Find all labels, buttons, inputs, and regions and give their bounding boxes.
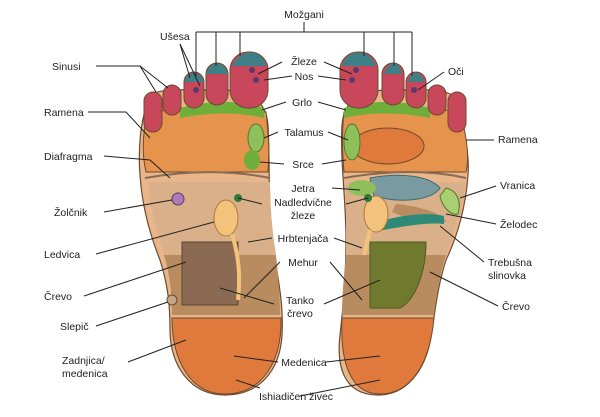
label-zelodec: Želodec xyxy=(500,218,537,231)
right-toe-1-tip xyxy=(342,52,376,66)
right-nose-dot xyxy=(353,67,359,73)
labels: Možgani Ušesa Sinusi Žleze Nos Oči Grlo … xyxy=(44,9,538,403)
right-heel-region xyxy=(341,317,435,395)
label-talamus: Talamus xyxy=(284,127,323,139)
left-eye-dot xyxy=(193,87,199,93)
label-nos: Nos xyxy=(295,71,314,83)
label-hrbtenjaca: Hrbtenjača xyxy=(278,233,329,245)
label-medenica: Medenica xyxy=(281,357,327,369)
left-gallbladder xyxy=(171,192,185,206)
right-toe-2-tip xyxy=(384,63,402,74)
label-ishiadicen: Ishiadičen živec xyxy=(259,391,333,403)
left-kidney xyxy=(213,199,239,237)
right-eye-dot xyxy=(411,87,417,93)
label-slepic: Slepič xyxy=(60,321,89,333)
right-toe-5 xyxy=(447,91,467,133)
label-crevo-left: Črevo xyxy=(44,290,72,303)
label-mehur: Mehur xyxy=(288,257,318,269)
label-mozgani: Možgani xyxy=(284,9,324,21)
label-tanko-1: Tanko xyxy=(286,295,314,307)
right-thalamus xyxy=(343,123,361,161)
label-usesa: Ušesa xyxy=(160,31,190,43)
right-liver xyxy=(369,174,441,201)
right-gland-dot xyxy=(349,77,355,83)
left-ball-region xyxy=(142,109,270,173)
left-toe-1-tip xyxy=(232,52,266,66)
label-diafragma: Diafragma xyxy=(44,151,93,163)
left-heel-region xyxy=(171,317,282,395)
right-gland xyxy=(348,180,376,196)
left-diaphragm-band xyxy=(144,171,271,179)
right-kidney xyxy=(363,195,389,233)
left-appendix xyxy=(166,294,178,306)
right-heart-large xyxy=(351,127,425,165)
label-zadnjica-1: Zadnjica/ xyxy=(62,355,105,367)
right-pancreas xyxy=(372,214,444,232)
left-foot xyxy=(138,51,283,396)
left-ureter xyxy=(230,233,242,301)
label-vranica: Vranica xyxy=(500,180,535,192)
label-ramena-right: Ramena xyxy=(498,134,538,146)
label-ledvica: Ledvica xyxy=(44,249,80,261)
label-ramena-left: Ramena xyxy=(44,107,84,119)
label-zolcnik: Žolčnik xyxy=(54,206,88,219)
label-grlo: Grlo xyxy=(292,97,312,109)
leader-lines xyxy=(83,22,499,397)
right-intestine xyxy=(369,241,427,309)
left-gland-dot xyxy=(253,77,259,83)
label-zleze: Žleze xyxy=(291,55,317,68)
label-tanko-2: črevo xyxy=(287,308,313,320)
right-spleen xyxy=(439,187,460,215)
label-sinusi: Sinusi xyxy=(52,61,81,73)
label-crevo-right: Črevo xyxy=(502,300,530,313)
left-heart xyxy=(244,150,260,170)
left-toe-2-tip xyxy=(206,63,228,74)
left-toe-4 xyxy=(162,84,182,116)
left-nose-dot xyxy=(249,67,255,73)
label-trebusna-1: Trebušna xyxy=(488,257,532,269)
right-toe-4 xyxy=(427,84,447,116)
left-intestine xyxy=(181,241,239,306)
left-thalamus xyxy=(247,123,265,153)
label-trebusna-2: slinovka xyxy=(488,270,526,282)
left-toes xyxy=(143,51,269,133)
label-jetra: Jetra xyxy=(291,183,315,195)
label-zadnjica-2: medenica xyxy=(62,368,108,380)
label-oci: Oči xyxy=(448,66,464,78)
label-srce: Srce xyxy=(292,159,314,171)
right-diaphragm-band xyxy=(343,171,467,179)
label-nadledvicne-1: Nadledvične xyxy=(274,197,332,209)
right-foot xyxy=(338,51,469,396)
label-nadledvicne-2: žleze xyxy=(291,210,316,222)
left-toe-5 xyxy=(143,91,163,133)
